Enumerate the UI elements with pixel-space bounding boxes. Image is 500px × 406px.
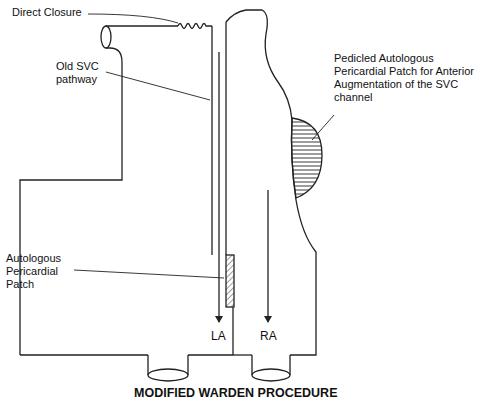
chamber-label: RA <box>260 330 290 343</box>
diagram-title: MODIFIED WARDEN PROCEDURE <box>134 386 337 400</box>
callout-label: Pedicled Autologous Pericardial Patch fo… <box>334 52 484 104</box>
chamber-label: LA <box>211 330 241 343</box>
callout-label: Direct Closure <box>12 6 92 19</box>
callout-label: Autologous Pericardial Patch <box>6 252 78 291</box>
callout-label: Old SVC pathway <box>56 60 106 86</box>
